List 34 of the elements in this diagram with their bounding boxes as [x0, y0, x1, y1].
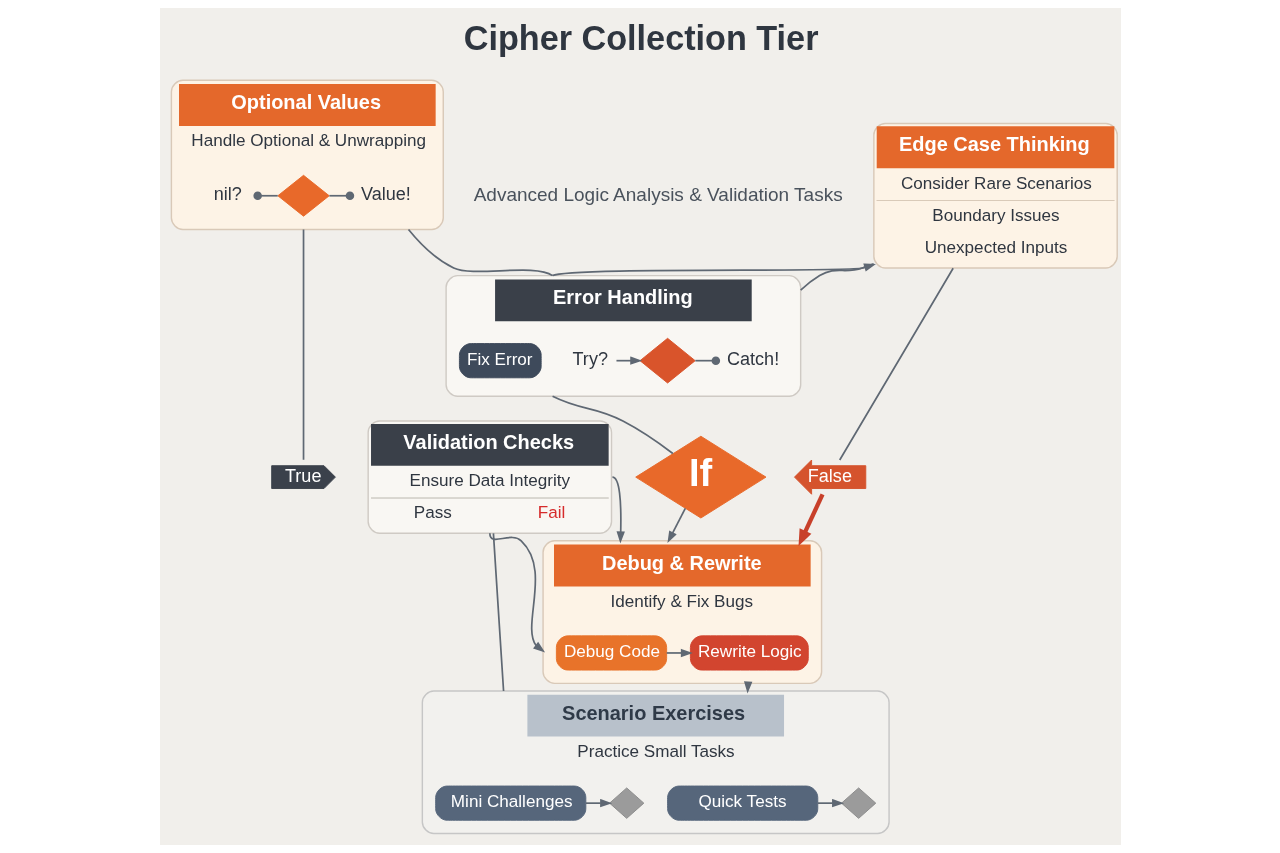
arrow	[551, 263, 876, 277]
diagram-title: Cipher Collection Tier	[463, 18, 818, 57]
connector	[492, 532, 504, 692]
arrow	[666, 507, 686, 544]
connector	[838, 267, 954, 461]
node-text: Try?	[572, 349, 608, 370]
arrow	[798, 493, 824, 547]
node-box: Mini Challenges	[434, 785, 586, 821]
node-diamond	[639, 337, 696, 384]
connector	[302, 228, 304, 461]
connector	[252, 191, 279, 201]
node-diamond	[608, 787, 644, 819]
arrow	[584, 798, 612, 808]
connector	[407, 228, 553, 277]
connector	[328, 191, 354, 201]
connector	[551, 395, 674, 455]
node-diamond	[840, 787, 876, 819]
node-box: Fix Error	[458, 343, 542, 379]
node-text: Catch!	[726, 349, 779, 370]
arrow	[488, 532, 545, 653]
node-text: nil?	[213, 184, 242, 205]
node-diamond: If	[634, 435, 766, 519]
connector	[693, 356, 720, 365]
arrow	[611, 476, 625, 544]
node-box: Rewrite Logic	[689, 635, 809, 671]
arrow	[665, 648, 693, 658]
node-diamond	[276, 174, 330, 217]
node-text: Value!	[360, 184, 411, 205]
arrow	[615, 356, 642, 365]
connector	[799, 263, 874, 292]
arrow	[816, 798, 844, 808]
label: Advanced Logic Analysis & Validation Tasks	[473, 183, 843, 205]
node-box: Debug Code	[555, 635, 667, 671]
node-box: Quick Tests	[666, 785, 818, 821]
